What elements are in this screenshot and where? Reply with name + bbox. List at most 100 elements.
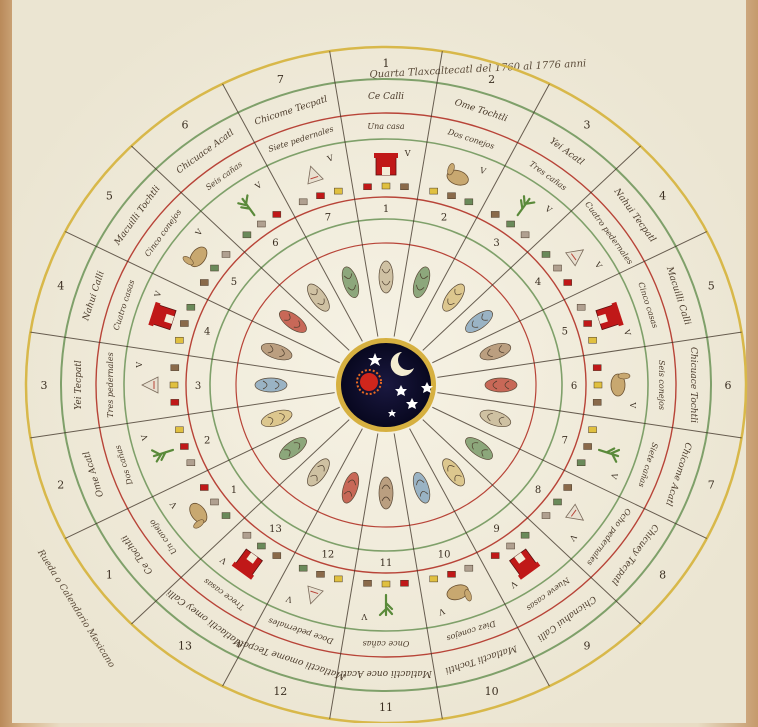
- outer-number: 7: [708, 479, 715, 492]
- tile-icon: [364, 184, 372, 190]
- tile-icon: [491, 211, 499, 217]
- inner-number: 6: [571, 381, 577, 392]
- tile-icon: [593, 399, 601, 405]
- outer-number: 3: [584, 118, 591, 131]
- outer-number: 9: [584, 640, 591, 653]
- outer-year-name: Chicuace Tochtli: [688, 347, 698, 423]
- day-sign-icon: [255, 378, 287, 392]
- outer-number: 12: [273, 685, 287, 698]
- tile-icon: [430, 188, 438, 194]
- outer-number: 3: [41, 379, 48, 392]
- tile-icon: [210, 265, 218, 271]
- inner-number: 8: [535, 485, 541, 496]
- outer-number: 1: [106, 568, 113, 581]
- outer-number: 13: [178, 640, 192, 653]
- inner-number: 4: [535, 277, 541, 288]
- inner-number: 2: [441, 213, 447, 224]
- outer-number: 2: [57, 479, 64, 492]
- tile-icon: [400, 184, 408, 190]
- outer-number: 5: [708, 279, 715, 292]
- tile-icon: [210, 499, 218, 505]
- tile-icon: [564, 280, 572, 286]
- inner-number: 3: [493, 238, 499, 249]
- tile-icon: [430, 576, 438, 582]
- outer-year-name: Ce Calli: [368, 92, 404, 102]
- mark-letter: V: [404, 149, 411, 158]
- tile-icon: [521, 232, 529, 238]
- tile-icon: [589, 337, 597, 343]
- tile-icon: [222, 251, 230, 257]
- tile-icon: [175, 337, 183, 343]
- tile-icon: [316, 571, 324, 577]
- tile-icon: [257, 543, 265, 549]
- tile-icon: [400, 580, 408, 586]
- tile-icon: [187, 460, 195, 466]
- inner-number: 3: [195, 381, 201, 392]
- outer-number: 7: [277, 73, 284, 86]
- inner-year-name: Once cañas: [363, 639, 410, 648]
- outer-number: 8: [659, 568, 666, 581]
- house-icon: [374, 153, 398, 175]
- tile-icon: [594, 382, 602, 388]
- tile-icon: [175, 427, 183, 433]
- inner-number: 13: [269, 524, 282, 535]
- tile-icon: [491, 553, 499, 559]
- inner-number: 7: [562, 436, 568, 447]
- day-sign-icon: [379, 261, 393, 293]
- outer-number: 11: [379, 701, 393, 714]
- tile-icon: [448, 193, 456, 199]
- inner-year-name: Tres pedernales: [106, 352, 115, 417]
- tile-icon: [542, 251, 550, 257]
- tile-icon: [180, 321, 188, 327]
- outer-number: 10: [485, 685, 499, 698]
- tile-icon: [243, 532, 251, 538]
- tile-icon: [334, 188, 342, 194]
- tile-icon: [448, 571, 456, 577]
- tile-icon: [170, 382, 178, 388]
- mark-letter: V: [135, 362, 144, 369]
- tile-icon: [180, 443, 188, 449]
- inner-number: 1: [231, 485, 237, 496]
- inner-number: 1: [383, 204, 389, 215]
- day-sign-icon: [485, 378, 517, 392]
- tile-icon: [465, 199, 473, 205]
- night-sky: [341, 343, 431, 427]
- tile-icon: [273, 553, 281, 559]
- outer-number: 1: [383, 57, 390, 70]
- tile-icon: [200, 484, 208, 490]
- tile-icon: [507, 221, 515, 227]
- tile-icon: [554, 265, 562, 271]
- tile-icon: [521, 532, 529, 538]
- outer-number: 6: [725, 379, 732, 392]
- inner-year-name: Una casa: [367, 122, 405, 131]
- tile-icon: [554, 499, 562, 505]
- inner-number: 6: [272, 238, 278, 249]
- tile-icon: [243, 232, 251, 238]
- outer-year-name: Matlactli once Acatl: [340, 668, 433, 678]
- tile-icon: [507, 543, 515, 549]
- tile-icon: [589, 427, 597, 433]
- inner-number: 4: [204, 326, 210, 337]
- tile-icon: [577, 460, 585, 466]
- outer-number: 4: [659, 190, 666, 203]
- tile-icon: [171, 399, 179, 405]
- inner-number: 10: [438, 549, 451, 560]
- inner-number: 7: [325, 213, 331, 224]
- outer-year-name: Yei Tecpatl: [74, 360, 84, 410]
- tile-icon: [593, 365, 601, 371]
- tile-icon: [273, 211, 281, 217]
- tile-icon: [257, 221, 265, 227]
- mark-letter: V: [361, 612, 368, 621]
- tile-icon: [564, 484, 572, 490]
- inner-number: 5: [231, 277, 237, 288]
- center-sky: [336, 338, 436, 432]
- tile-icon: [465, 565, 473, 571]
- day-sign-icon: [379, 477, 393, 509]
- tile-icon: [382, 581, 390, 587]
- tile-icon: [171, 365, 179, 371]
- sun-icon: [360, 373, 378, 391]
- inner-number: 11: [380, 558, 393, 569]
- outer-number: 2: [488, 73, 495, 86]
